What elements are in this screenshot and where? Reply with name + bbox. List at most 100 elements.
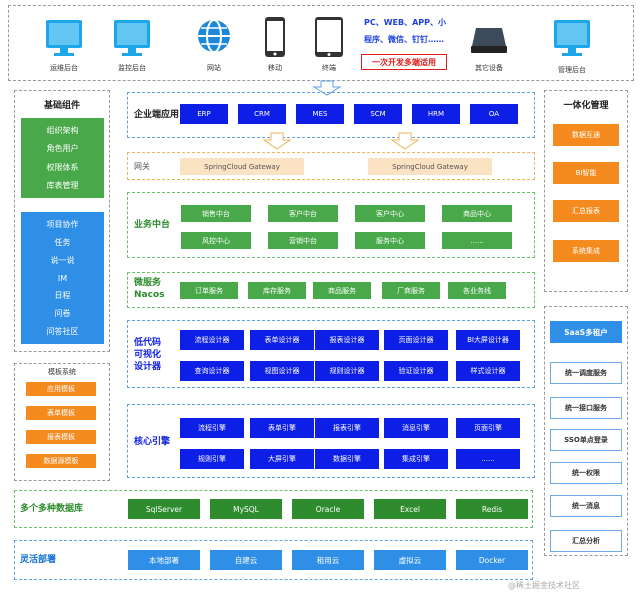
client-terminal [314, 16, 344, 62]
microservice-section [127, 272, 535, 308]
deploy-title: 灵活部署 [20, 555, 57, 565]
app-scm: SCM [354, 104, 402, 124]
collab-item: 任务 [54, 238, 71, 248]
lowcode-title-2: 可视化 [134, 350, 162, 360]
gateway-item: SpringCloud Gateway [180, 158, 304, 175]
collab-item: 说一说 [50, 256, 75, 266]
database-section [14, 490, 533, 528]
down-arrow-icon [262, 132, 292, 150]
saas-item: SSO单点登录 [550, 429, 622, 451]
business-title: 业务中台 [134, 220, 171, 230]
saas-item: 统一权限 [550, 462, 622, 484]
client-other [470, 26, 508, 60]
integration-item: BI智能 [553, 162, 619, 184]
lowcode-item: 规则设计器 [315, 361, 379, 381]
engine-section [127, 404, 535, 478]
business-item: 客户中台 [268, 205, 338, 222]
saas-badge: SaaS多租户 [550, 321, 622, 343]
business-item: 商品中心 [442, 205, 512, 222]
client-web [196, 18, 232, 58]
platforms-line2: 程序、微信、钉钉…… [364, 35, 444, 44]
basic-items: 组织架构 角色用户 权限体系 库表管理 [21, 118, 104, 198]
app-hrm: HRM [412, 104, 460, 124]
lowcode-section [127, 320, 535, 388]
template-item: 表单模板 [26, 406, 96, 420]
basic-item: 权限体系 [46, 162, 79, 172]
enterprise-section [127, 92, 535, 138]
gateway-item: SpringCloud Gateway [368, 158, 492, 175]
lowcode-item: 视图设计器 [250, 361, 314, 381]
monitor-icon [114, 20, 150, 56]
tablet-icon [315, 17, 343, 57]
database-title: 多个多种数据库 [20, 504, 84, 514]
microservice-item: 厂商服务 [382, 282, 440, 299]
integration-title: 一体化管理 [563, 101, 609, 111]
down-arrow-icon [312, 80, 342, 96]
client-admin-label: 管理后台 [558, 66, 586, 74]
platforms-line1: PC、WEB、APP、小 [364, 18, 447, 27]
business-item: 服务中心 [355, 232, 425, 249]
lowcode-item: 样式设计器 [456, 361, 520, 381]
engine-item: 规则引擎 [180, 449, 244, 469]
deploy-item: 自建云 [210, 550, 282, 570]
template-item: 报表模板 [26, 430, 96, 444]
microservice-item: 商品服务 [313, 282, 371, 299]
lowcode-title-3: 设计器 [134, 362, 162, 372]
client-other-label: 其它设备 [475, 64, 503, 72]
monitor-icon [46, 20, 82, 56]
business-item: 销售中台 [181, 205, 251, 222]
business-item: 营销中台 [268, 232, 338, 249]
saas-panel [544, 306, 628, 556]
gateway-section [127, 152, 535, 180]
database-item: SqlServer [128, 499, 200, 519]
client-ops [44, 18, 84, 62]
microservice-title-1: 微服务 [134, 278, 162, 288]
client-monitor-label: 监控后台 [118, 64, 146, 72]
saas-item: 统一调度服务 [550, 362, 622, 384]
microservice-item: 各业务线 [448, 282, 506, 299]
engine-title: 核心引擎 [134, 437, 171, 447]
deploy-section [14, 540, 533, 580]
database-item: Excel [374, 499, 446, 519]
basic-title: 基础组件 [43, 101, 80, 111]
engine-item: 集成引擎 [384, 449, 448, 469]
app-mes: MES [296, 104, 344, 124]
engine-item: 页面引擎 [456, 418, 520, 438]
lowcode-item: 页面设计器 [384, 330, 448, 350]
client-mobile-label: 移动 [268, 64, 282, 72]
deploy-item: 虚拟云 [374, 550, 446, 570]
integration-item: 汇总报表 [553, 200, 619, 222]
collab-item: 问答社区 [46, 326, 79, 336]
microservice-item: 订单服务 [180, 282, 238, 299]
collab-item: 问卷 [54, 308, 71, 318]
saas-item: 统一接口服务 [550, 397, 622, 419]
basic-item: 角色用户 [46, 144, 79, 154]
gateway-title: 网关 [134, 162, 150, 171]
database-item: Redis [456, 499, 528, 519]
monitor-icon [554, 20, 590, 56]
business-item: ...... [442, 232, 512, 249]
client-ops-label: 运维后台 [50, 64, 78, 72]
lowcode-item: 流程设计器 [180, 330, 244, 350]
database-item: Oracle [292, 499, 364, 519]
client-mobile [264, 16, 286, 62]
integration-item: 数据互通 [553, 124, 619, 146]
lowcode-item: 表单设计器 [250, 330, 314, 350]
engine-item: 流程引擎 [180, 418, 244, 438]
engine-item: 报表引擎 [315, 418, 379, 438]
business-section [127, 192, 535, 258]
template-item: 数据源模板 [26, 454, 96, 468]
globe-icon [198, 19, 230, 53]
client-admin [552, 18, 592, 62]
template-title: 模板系统 [48, 368, 76, 376]
integration-panel [544, 90, 628, 292]
engine-item: ...... [456, 449, 520, 469]
database-item: MySQL [210, 499, 282, 519]
app-erp: ERP [180, 104, 228, 124]
business-item: 客户中心 [355, 205, 425, 222]
template-item: 应用模板 [26, 382, 96, 396]
app-crm: CRM [238, 104, 286, 124]
engine-item: 数据引擎 [315, 449, 379, 469]
basic-components-panel [14, 90, 110, 352]
deploy-item: Docker [456, 550, 528, 570]
